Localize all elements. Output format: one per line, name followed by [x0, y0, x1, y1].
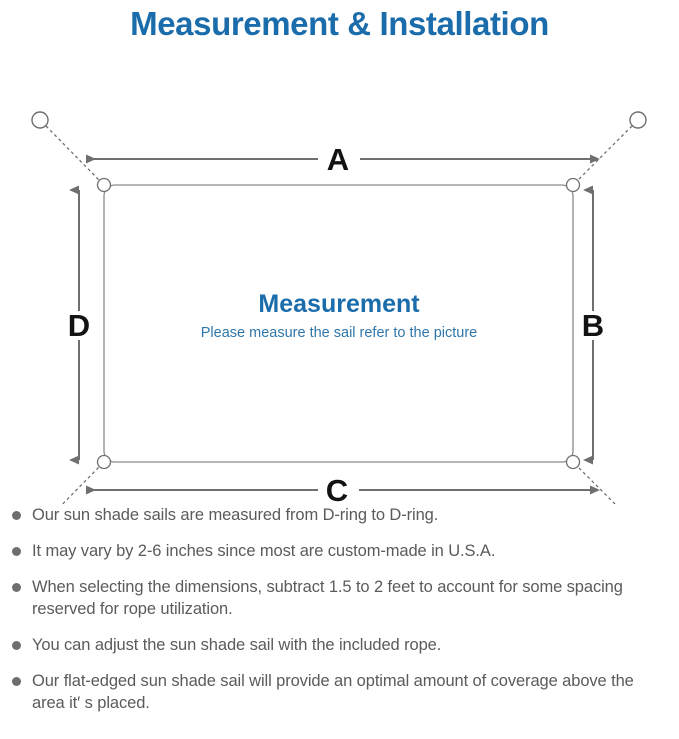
- list-item: You can adjust the sun shade sail with t…: [0, 634, 679, 656]
- anchor-points: [31, 111, 647, 129]
- shade-sail-body: [103, 184, 574, 463]
- list-item: It may vary by 2-6 inches since most are…: [0, 540, 679, 562]
- sun-shade-sail-measurement-diagram: A C D B Measurement Please measure the s…: [31, 111, 647, 504]
- list-item: Our sun shade sails are measured from D-…: [0, 504, 679, 526]
- bullet-icon: [12, 547, 21, 556]
- dimension-label-b: B: [582, 308, 604, 343]
- d-ring-top-right: [565, 177, 581, 193]
- dimension-arrow-top-a: A: [86, 142, 600, 177]
- dimension-arrow-right-b: B: [582, 185, 604, 465]
- rope-line-bottom-right: [577, 466, 616, 504]
- rope-line-bottom-left: [61, 466, 100, 504]
- d-ring-bottom-left: [96, 454, 112, 470]
- bullet-icon: [12, 641, 21, 650]
- bullet-icon: [12, 511, 21, 520]
- rope-line-top-left: [45, 125, 100, 181]
- diagram-center-subtitle: Please measure the sail refer to the pic…: [201, 325, 477, 341]
- d-ring-bottom-right: [565, 454, 581, 470]
- rope-line-top-right: [577, 125, 633, 181]
- rope-lines: [45, 125, 633, 504]
- dimension-label-d: D: [68, 308, 90, 343]
- note-text: You can adjust the sun shade sail with t…: [32, 636, 442, 654]
- d-ring-top-left: [96, 177, 112, 193]
- dimension-arrow-left-d: D: [68, 185, 90, 465]
- note-text: Our flat-edged sun shade sail will provi…: [32, 672, 634, 712]
- anchor-top-right: [629, 111, 647, 129]
- diagram-container: A C D B Measurement Please measure the s…: [0, 44, 679, 504]
- dimension-label-c: C: [326, 473, 348, 504]
- bullet-icon: [12, 677, 21, 686]
- anchor-top-left: [31, 111, 49, 129]
- d-rings: [96, 177, 581, 470]
- note-text: When selecting the dimensions, subtract …: [32, 578, 623, 618]
- list-item: Our flat-edged sun shade sail will provi…: [0, 670, 679, 714]
- bullet-icon: [12, 583, 21, 592]
- note-text: It may vary by 2-6 inches since most are…: [32, 542, 496, 560]
- note-text: Our sun shade sails are measured from D-…: [32, 506, 439, 524]
- diagram-center-title: Measurement: [258, 290, 420, 318]
- dimension-arrow-bottom-c: C: [86, 473, 600, 504]
- dimension-label-a: A: [327, 142, 349, 177]
- list-item: When selecting the dimensions, subtract …: [0, 576, 679, 620]
- page-title: Measurement & Installation: [130, 5, 549, 42]
- notes-list: Our sun shade sails are measured from D-…: [0, 504, 679, 714]
